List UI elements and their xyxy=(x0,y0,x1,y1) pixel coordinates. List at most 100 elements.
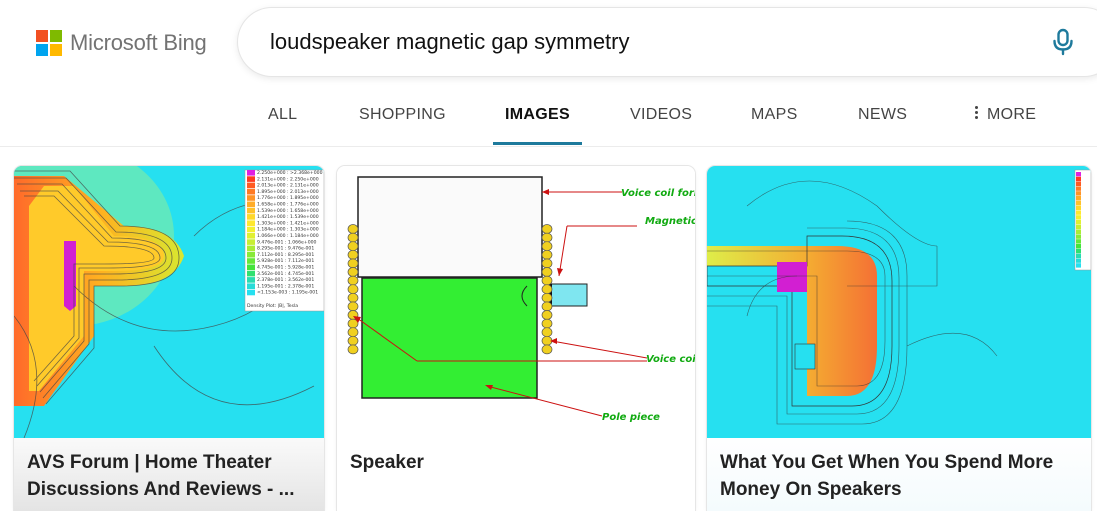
voice-coil-turn xyxy=(541,267,553,277)
legend-swatch xyxy=(247,264,255,271)
legend-row: 1.539e+000 : 1.658e+000 xyxy=(257,208,319,214)
voice-coil-turn xyxy=(541,224,553,234)
result-title[interactable]: Speaker xyxy=(350,452,424,473)
legend-swatch xyxy=(1076,176,1081,182)
legend-swatch xyxy=(247,188,255,195)
legend-row: 2.250e+000 : >2.368e+000 xyxy=(257,170,323,176)
voice-coil-turn xyxy=(347,292,359,303)
tab-maps[interactable]: MAPS xyxy=(751,106,798,123)
legend-row: <1.153e-003 : 1.195e-001 xyxy=(257,290,318,296)
voice-coil-turn xyxy=(541,344,553,355)
legend-swatch xyxy=(247,289,255,296)
voice-coil-turn xyxy=(347,335,359,346)
legend-swatch xyxy=(247,283,255,289)
search-tabs: ALL SHOPPING IMAGES VIDEOS MAPS NEWS MOR… xyxy=(0,92,1097,147)
legend-swatch xyxy=(1076,234,1081,239)
tab-more[interactable]: MORE xyxy=(975,92,1036,145)
image-result-card[interactable]: What You Get When You Spend More Money O… xyxy=(707,166,1091,511)
tab-videos[interactable]: VIDEOS xyxy=(630,106,693,123)
legend-swatch xyxy=(247,195,255,201)
voice-coil-turn xyxy=(347,327,359,338)
legend-row: 5.928e-001 : 7.112e-001 xyxy=(257,258,314,264)
legend-row: 7.112e-001 : 8.295e-001 xyxy=(257,252,314,258)
legend-swatch xyxy=(247,176,255,182)
legend-swatch xyxy=(1076,224,1081,230)
label-pole-piece: Pole piece xyxy=(602,412,660,423)
voice-coil-turn xyxy=(541,310,553,320)
search-box[interactable] xyxy=(238,8,1097,76)
legend-row: 1.303e+000 : 1.421e+000 xyxy=(257,220,319,226)
legend-row: 3.562e-001 : 4.745e-001 xyxy=(257,271,314,277)
voice-coil-turn xyxy=(347,241,359,252)
tab-images[interactable]: IMAGES xyxy=(493,92,582,145)
microphone-icon[interactable] xyxy=(1048,27,1078,57)
legend-swatch xyxy=(1076,263,1081,268)
legend-row: 1.195e-001 : 2.378e-001 xyxy=(257,283,314,289)
legend-swatch xyxy=(247,245,255,252)
result-thumbnail[interactable]: Voice coil form Magnetic Voice coil Pole… xyxy=(337,166,695,438)
legend-row: 1.184e+000 : 1.303e+000 xyxy=(257,227,319,233)
legend-row: 1.066e+000 : 1.184e+000 xyxy=(257,233,319,239)
voice-coil-turn xyxy=(347,267,359,277)
legend-swatch xyxy=(1076,191,1081,196)
image-result-card[interactable]: Voice coil form Magnetic Voice coil Pole… xyxy=(337,166,695,511)
tab-all[interactable]: ALL xyxy=(268,106,298,123)
legend-swatch xyxy=(247,277,255,283)
brand-name: Microsoft Bing xyxy=(70,30,207,55)
voice-coil-turn xyxy=(347,232,359,243)
legend-swatch xyxy=(1076,253,1081,258)
voice-coil-turn xyxy=(347,275,359,286)
tab-news[interactable]: NEWS xyxy=(858,106,908,123)
legend-swatch xyxy=(247,201,255,208)
legend-swatch xyxy=(247,226,255,233)
voice-coil-turn xyxy=(541,249,553,260)
legend-swatch xyxy=(247,170,255,176)
voice-coil-turn xyxy=(347,344,359,355)
legend-caption: Density Plot: |B|, Tesla xyxy=(247,303,298,309)
legend-swatch xyxy=(1076,210,1081,215)
result-title[interactable]: What You Get When You Spend More Money O… xyxy=(720,452,1054,500)
voice-coil-turn xyxy=(347,258,359,269)
result-title[interactable]: AVS Forum | Home Theater Discussions And… xyxy=(27,452,295,500)
legend-row: 2.013e+000 : 2.131e+000 xyxy=(257,183,319,189)
legend-swatch xyxy=(1076,186,1081,191)
legend-swatch xyxy=(1076,196,1081,201)
tab-shopping[interactable]: SHOPPING xyxy=(359,106,446,123)
legend-row: 2.378e-001 : 3.562e-001 xyxy=(257,277,314,283)
legend-row: 1.776e+000 : 1.895e+000 xyxy=(257,195,319,201)
legend-swatch xyxy=(1076,172,1081,177)
bing-logo[interactable]: Microsoft Bing xyxy=(36,30,207,56)
more-vertical-icon xyxy=(975,104,979,122)
legend-swatch xyxy=(247,270,255,277)
legend-swatch xyxy=(1076,248,1081,254)
voice-coil-turn xyxy=(541,284,553,295)
voice-coil-turn xyxy=(541,232,553,243)
search-input[interactable] xyxy=(270,25,1010,59)
legend-swatch xyxy=(247,207,255,214)
legend-swatch xyxy=(1076,215,1081,220)
voice-coil-turn xyxy=(541,241,553,252)
legend-row: 1.895e+000 : 2.013e+000 xyxy=(257,189,319,195)
result-thumbnail[interactable] xyxy=(707,166,1091,438)
tab-more-label: MORE xyxy=(987,106,1037,123)
legend-swatch xyxy=(247,258,255,264)
voice-coil-turn xyxy=(541,327,553,338)
legend-swatch xyxy=(247,182,255,189)
legend-row: 1.658e+000 : 1.776e+000 xyxy=(257,202,319,208)
legend-row: 9.476e-001 : 1.066e+000 xyxy=(257,239,317,245)
voice-coil-turn xyxy=(347,284,359,295)
label-magnetic: Magnetic xyxy=(645,216,695,227)
voice-coil-turn xyxy=(541,258,553,269)
legend-row: 2.131e+000 : 2.250e+000 xyxy=(257,176,319,182)
voice-coil-turn xyxy=(347,301,359,312)
label-voice-coil-form: Voice coil form xyxy=(621,188,695,199)
voice-coil-turn xyxy=(541,292,553,303)
legend-swatch xyxy=(1076,205,1081,210)
legend-swatch xyxy=(1076,181,1081,186)
voice-coil-turn xyxy=(347,249,359,260)
label-voice-coil: Voice coil xyxy=(646,354,695,365)
legend-swatch xyxy=(247,233,255,239)
legend-row: 8.295e-001 : 9.476e-001 xyxy=(257,246,314,252)
